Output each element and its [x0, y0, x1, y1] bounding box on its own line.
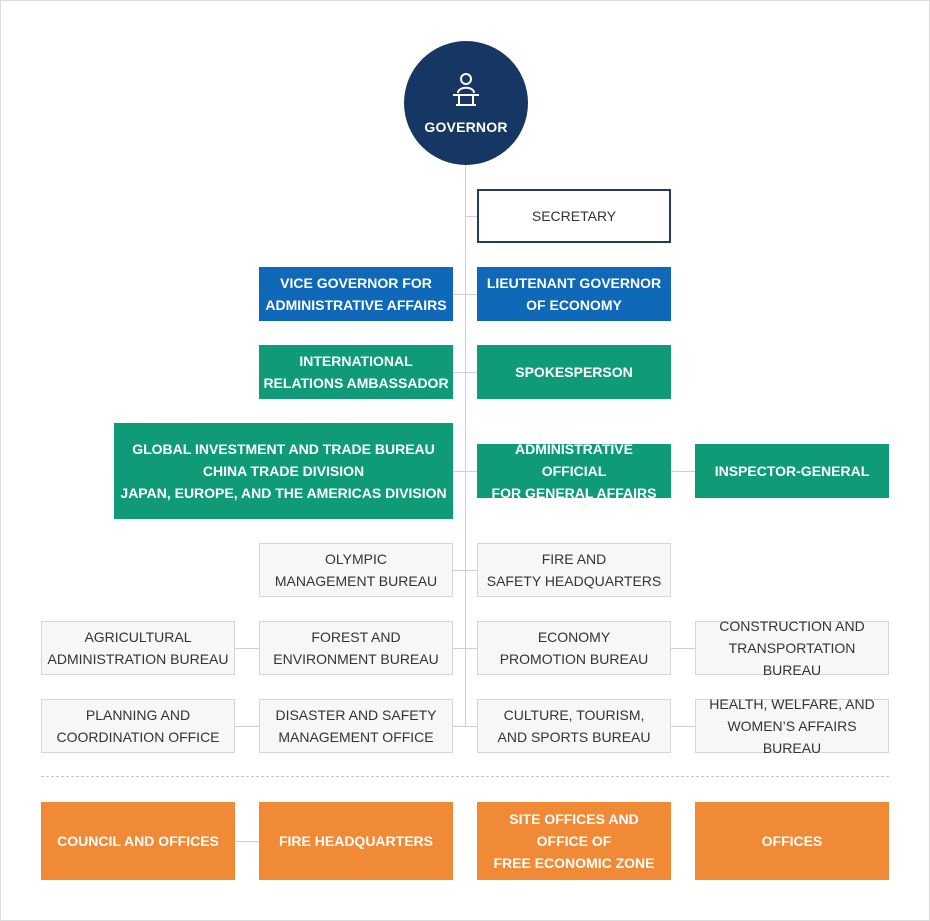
fire-headquarters-box[interactable]: FIRE HEADQUARTERS [259, 802, 453, 880]
council-offices-box[interactable]: COUNCIL AND OFFICES [41, 802, 235, 880]
connector-row7-right [671, 726, 695, 727]
connector-bottom-left [235, 841, 259, 842]
olympic-bureau-box[interactable]: OLYMPIC MANAGEMENT BUREAU [259, 543, 453, 597]
connector-row7 [453, 726, 477, 727]
administrative-official-box[interactable]: ADMINISTRATIVE OFFICIAL FOR GENERAL AFFA… [477, 441, 671, 501]
connector-row7-left [235, 726, 259, 727]
connector-row5 [453, 570, 477, 571]
economy-promotion-bureau-box[interactable]: ECONOMY PROMOTION BUREAU [477, 621, 671, 675]
forest-environment-bureau-box[interactable]: FOREST AND ENVIRONMENT BUREAU [259, 621, 453, 675]
planning-coordination-office-box[interactable]: PLANNING AND COORDINATION OFFICE [41, 699, 235, 753]
agricultural-bureau-box[interactable]: AGRICULTURAL ADMINISTRATION BUREAU [41, 621, 235, 675]
culture-tourism-sports-bureau-box[interactable]: CULTURE, TOURISM, AND SPORTS BUREAU [477, 699, 671, 753]
lieutenant-governor-box[interactable]: LIEUTENANT GOVERNOR OF ECONOMY [477, 267, 671, 321]
connector-row6-right [671, 648, 695, 649]
connector-row3 [453, 372, 477, 373]
connector-inspector [671, 471, 695, 472]
connector-row6-left [235, 648, 259, 649]
site-offices-box[interactable]: SITE OFFICES AND OFFICE OF FREE ECONOMIC… [477, 802, 671, 880]
international-ambassador-box[interactable]: INTERNATIONAL RELATIONS AMBASSADOR [259, 345, 453, 399]
global-investment-bureau-box[interactable]: GLOBAL INVESTMENT AND TRADE BUREAU CHINA… [114, 423, 453, 519]
spokesperson-box[interactable]: SPOKESPERSON [477, 345, 671, 399]
offices-box[interactable]: OFFICES [695, 802, 889, 880]
vice-governor-box[interactable]: VICE GOVERNOR FOR ADMINISTRATIVE AFFAIRS [259, 267, 453, 321]
inspector-general-box[interactable]: INSPECTOR-GENERAL [695, 444, 889, 498]
disaster-safety-office-box[interactable]: DISASTER AND SAFETY MANAGEMENT OFFICE [259, 699, 453, 753]
fire-safety-headquarters-box[interactable]: FIRE AND SAFETY HEADQUARTERS [477, 543, 671, 597]
section-divider [41, 776, 889, 777]
construction-transportation-bureau-box[interactable]: CONSTRUCTION AND TRANSPORTATION BUREAU [695, 618, 889, 678]
governor-podium-icon [453, 73, 479, 106]
connector-secretary [465, 216, 477, 217]
governor-label: GOVERNOR [424, 119, 508, 135]
connector-row2 [453, 294, 477, 295]
connector-row6 [453, 648, 477, 649]
health-welfare-bureau-box[interactable]: HEALTH, WELFARE, AND WOMEN’S AFFAIRS BUR… [695, 696, 889, 756]
secretary-box[interactable]: SECRETARY [477, 189, 671, 243]
connector-row4 [453, 471, 477, 472]
governor-node[interactable]: GOVERNOR [404, 41, 528, 165]
main-trunk-line [465, 165, 466, 727]
